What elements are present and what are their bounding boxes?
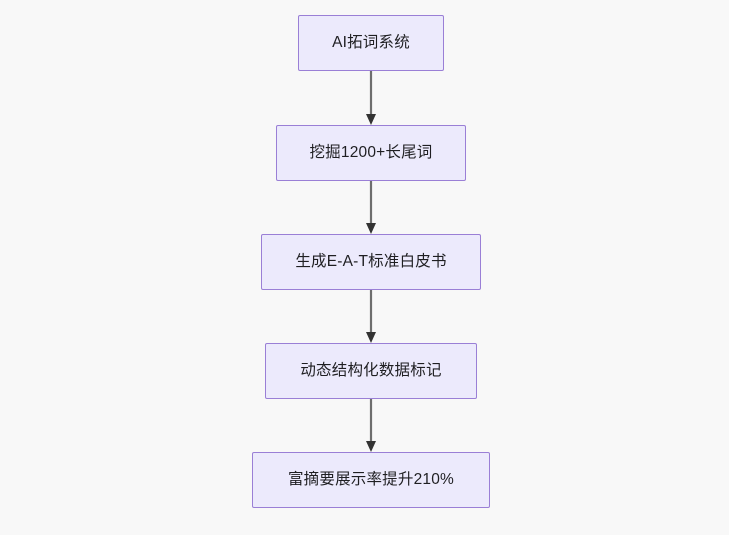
- flowchart-node-2[interactable]: 挖掘1200+长尾词: [276, 125, 466, 181]
- flowchart-connector-2: [363, 181, 379, 234]
- flowchart-node-5-label: 富摘要展示率提升210%: [287, 471, 455, 489]
- flowchart-node-2-label: 挖掘1200+长尾词: [309, 144, 433, 162]
- flowchart-connector-4: [363, 399, 379, 452]
- flowchart-node-3-label: 生成E-A-T标准白皮书: [295, 253, 447, 271]
- flowchart-node-5[interactable]: 富摘要展示率提升210%: [252, 452, 490, 508]
- flowchart-node-1[interactable]: AI拓词系统: [298, 15, 444, 71]
- flowchart-connector-3: [363, 290, 379, 343]
- flowchart-node-4[interactable]: 动态结构化数据标记: [265, 343, 477, 399]
- flowchart-node-4-label: 动态结构化数据标记: [300, 362, 442, 380]
- flowchart-node-1-label: AI拓词系统: [332, 34, 410, 52]
- flowchart-node-3[interactable]: 生成E-A-T标准白皮书: [261, 234, 481, 290]
- flowchart-connector-1: [363, 71, 379, 125]
